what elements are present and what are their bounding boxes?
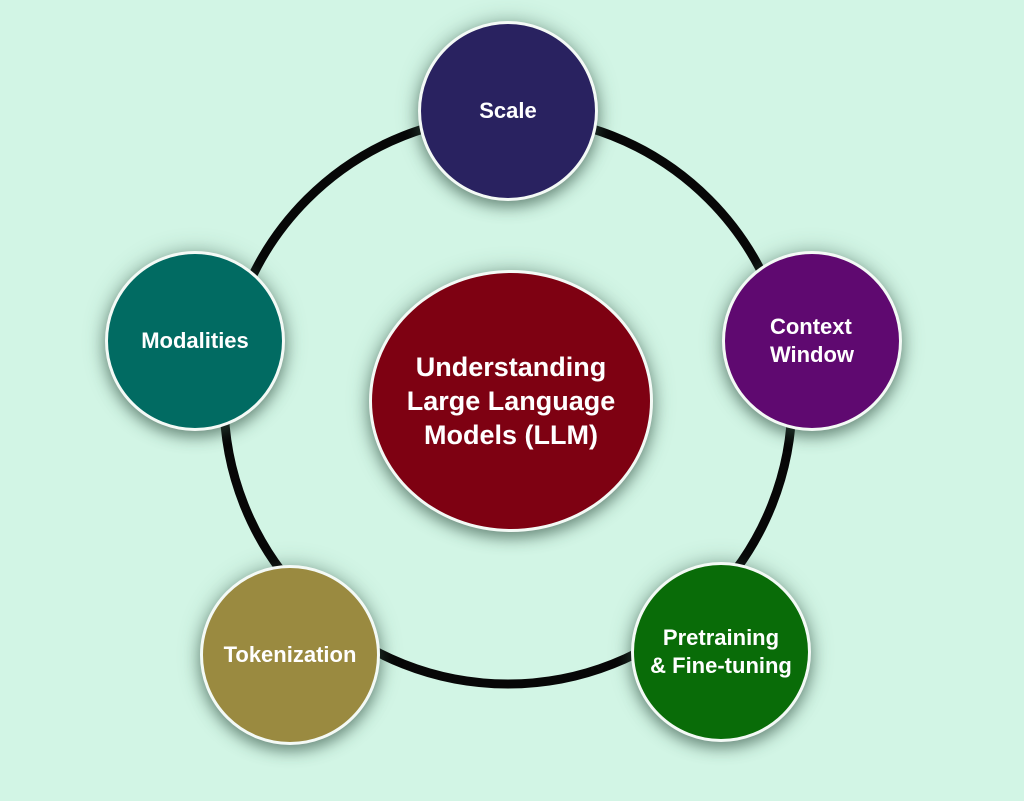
node-context-window-label: Context Window	[769, 314, 855, 367]
node-scale: Scale	[418, 21, 598, 201]
node-tokenization-label: Tokenization	[223, 642, 357, 667]
node-center-label: Understanding Large Language Models (LLM…	[406, 352, 616, 450]
node-tokenization: Tokenization	[200, 565, 380, 745]
node-pretraining-finetuning: Pretraining & Fine-tuning	[631, 562, 811, 742]
node-modalities-label: Modalities	[141, 328, 249, 353]
node-center-llm: Understanding Large Language Models (LLM…	[369, 270, 653, 532]
node-scale-label: Scale	[479, 98, 537, 123]
node-context-window: Context Window	[722, 251, 902, 431]
node-modalities: Modalities	[105, 251, 285, 431]
node-pretraining-finetuning-label: Pretraining & Fine-tuning	[650, 625, 792, 678]
